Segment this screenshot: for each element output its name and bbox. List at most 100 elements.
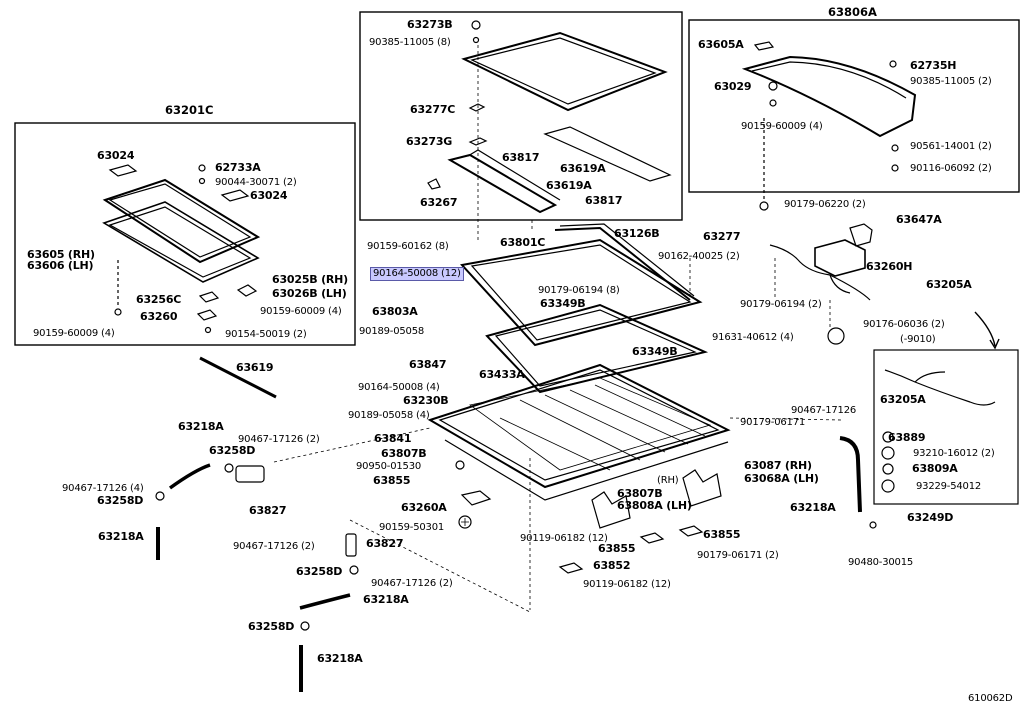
label-90164-50008-12-highlighted[interactable]: 90164-50008 (12)	[370, 267, 464, 281]
label-63647A: 63647A	[896, 213, 942, 226]
label-63827-a: 63827	[249, 504, 287, 517]
label-63605A: 63605A	[698, 38, 744, 51]
label-63024-b: 63024	[250, 189, 288, 202]
label-63349B-a: 63349B	[540, 297, 586, 310]
label-63606-lh: 63606 (LH)	[27, 259, 94, 272]
label-90385-11005-8: 90385-11005 (8)	[369, 37, 451, 48]
label-90159-60009-4-c: 90159-60009 (4)	[33, 328, 115, 339]
label-90179-06171-2: 90179-06171 (2)	[697, 550, 779, 561]
label-63258D-d: 63258D	[248, 620, 295, 633]
label-63260: 63260	[140, 310, 178, 323]
box-63806A	[688, 19, 1020, 193]
label-90159-60009-4-b: 90159-60009 (4)	[260, 306, 342, 317]
label-63801C: 63801C	[500, 236, 546, 249]
label-90179-06194-2: 90179-06194 (2)	[740, 299, 822, 310]
label-90154-50019: 90154-50019 (2)	[225, 329, 307, 340]
label-90189-05058-4: 90189-05058 (4)	[348, 410, 430, 421]
label-90116-06092: 90116-06092 (2)	[910, 163, 992, 174]
label-63855-b: 63855	[703, 528, 741, 541]
label-63349B-b: 63349B	[632, 345, 678, 358]
label-90189-05058-a: 90189-05058	[359, 326, 425, 337]
label-63260H: 63260H	[866, 260, 913, 273]
label-90467-17126-2-a: 90467-17126 (2)	[238, 434, 320, 445]
label-63126B: 63126B	[614, 227, 660, 240]
label-90044-30071: 90044-30071 (2)	[215, 177, 297, 188]
label-90179-06171-a: 90179-06171	[740, 417, 806, 428]
label-63218A-d: 63218A	[363, 593, 409, 606]
label-9010: (-9010)	[900, 334, 936, 345]
label-63273B: 63273B	[407, 18, 453, 31]
label-63433A: 63433A	[479, 368, 525, 381]
label-90480-30015: 90480-30015	[848, 557, 914, 568]
label-90164-50008-4: 90164-50008 (4)	[358, 382, 440, 393]
label-63273G: 63273G	[406, 135, 453, 148]
label-90179-06194-8: 90179-06194 (8)	[538, 285, 620, 296]
label-63087-rh: 63087 (RH)	[744, 459, 812, 472]
label-63230B: 63230B	[403, 394, 449, 407]
label-90467-17126-4: 90467-17126 (4)	[62, 483, 144, 494]
label-90561-14001: 90561-14001 (2)	[910, 141, 992, 152]
label-63249D: 63249D	[907, 511, 954, 524]
label-90179-06220: 90179-06220 (2)	[784, 199, 866, 210]
label-63889: 63889	[888, 431, 926, 444]
label-91631-40612: 91631-40612 (4)	[712, 332, 794, 343]
label-63218A-c: 63218A	[98, 530, 144, 543]
section-title-63806A: 63806A	[828, 5, 877, 19]
label-90159-60162: 90159-60162 (8)	[367, 241, 449, 252]
label-63855-c: 63855	[598, 542, 636, 555]
label-63258D-b: 63258D	[97, 494, 144, 507]
label-90119-06182-12-b: 90119-06182 (12)	[583, 579, 671, 590]
label-90159-60009-4-r: 90159-60009 (4)	[741, 121, 823, 132]
label-90467-17126-a: 90467-17126	[791, 405, 857, 416]
label-rh: (RH)	[657, 475, 679, 486]
label-90467-17126-2-b: 90467-17126 (2)	[233, 541, 315, 552]
label-63256C: 63256C	[136, 293, 182, 306]
label-63260A: 63260A	[401, 501, 447, 514]
label-63024-a: 63024	[97, 149, 135, 162]
label-90159-50301: 90159-50301	[379, 522, 445, 533]
section-title-63201C: 63201C	[165, 103, 214, 117]
diagram-code: 610062D	[968, 693, 1013, 704]
label-63029: 63029	[714, 80, 752, 93]
label-63847: 63847	[409, 358, 447, 371]
label-90467-17126-2-c: 90467-17126 (2)	[371, 578, 453, 589]
label-63258D-a: 63258D	[209, 444, 256, 457]
label-90385-11005-2: 90385-11005 (2)	[910, 76, 992, 87]
label-63277C: 63277C	[410, 103, 456, 116]
label-63808A-lh: 63808A (LH)	[617, 499, 692, 512]
label-63619: 63619	[236, 361, 274, 374]
label-63218A-b: 63218A	[790, 501, 836, 514]
label-90119-06182-12-a: 90119-06182 (12)	[520, 533, 608, 544]
label-63218A-e: 63218A	[317, 652, 363, 665]
label-63277: 63277	[703, 230, 741, 243]
label-63258D-c: 63258D	[296, 565, 343, 578]
box-right-lower	[873, 349, 1019, 505]
label-63807B-b: 63807B	[617, 487, 663, 500]
label-90950-01530: 90950-01530	[356, 461, 422, 472]
label-63809A: 63809A	[912, 462, 958, 475]
label-63817-a: 63817	[502, 151, 540, 164]
label-63855-a: 63855	[373, 474, 411, 487]
label-63205A-b: 63205A	[880, 393, 926, 406]
label-63025B: 63025B (RH)	[272, 273, 349, 286]
label-63068A-lh: 63068A (LH)	[744, 472, 819, 485]
label-63807B-a: 63807B	[381, 447, 427, 460]
box-63201C	[14, 122, 356, 346]
label-63803A: 63803A	[372, 305, 418, 318]
label-90176-06036: 90176-06036 (2)	[863, 319, 945, 330]
label-90162-40025: 90162-40025 (2)	[658, 251, 740, 262]
label-63205A-a: 63205A	[926, 278, 972, 291]
label-93229-54012: 93229-54012	[916, 481, 982, 492]
label-63841: 63841	[374, 432, 412, 445]
label-63605-rh: 63605 (RH)	[27, 248, 95, 261]
label-63026B: 63026B (LH)	[272, 287, 347, 300]
box-63801C	[359, 11, 683, 221]
label-63218A-a: 63218A	[178, 420, 224, 433]
label-63619A-b: 63619A	[546, 179, 592, 192]
label-93210-16012: 93210-16012 (2)	[913, 448, 995, 459]
label-62735H: 62735H	[910, 59, 957, 72]
label-63817-b: 63817	[585, 194, 623, 207]
label-63852: 63852	[593, 559, 631, 572]
